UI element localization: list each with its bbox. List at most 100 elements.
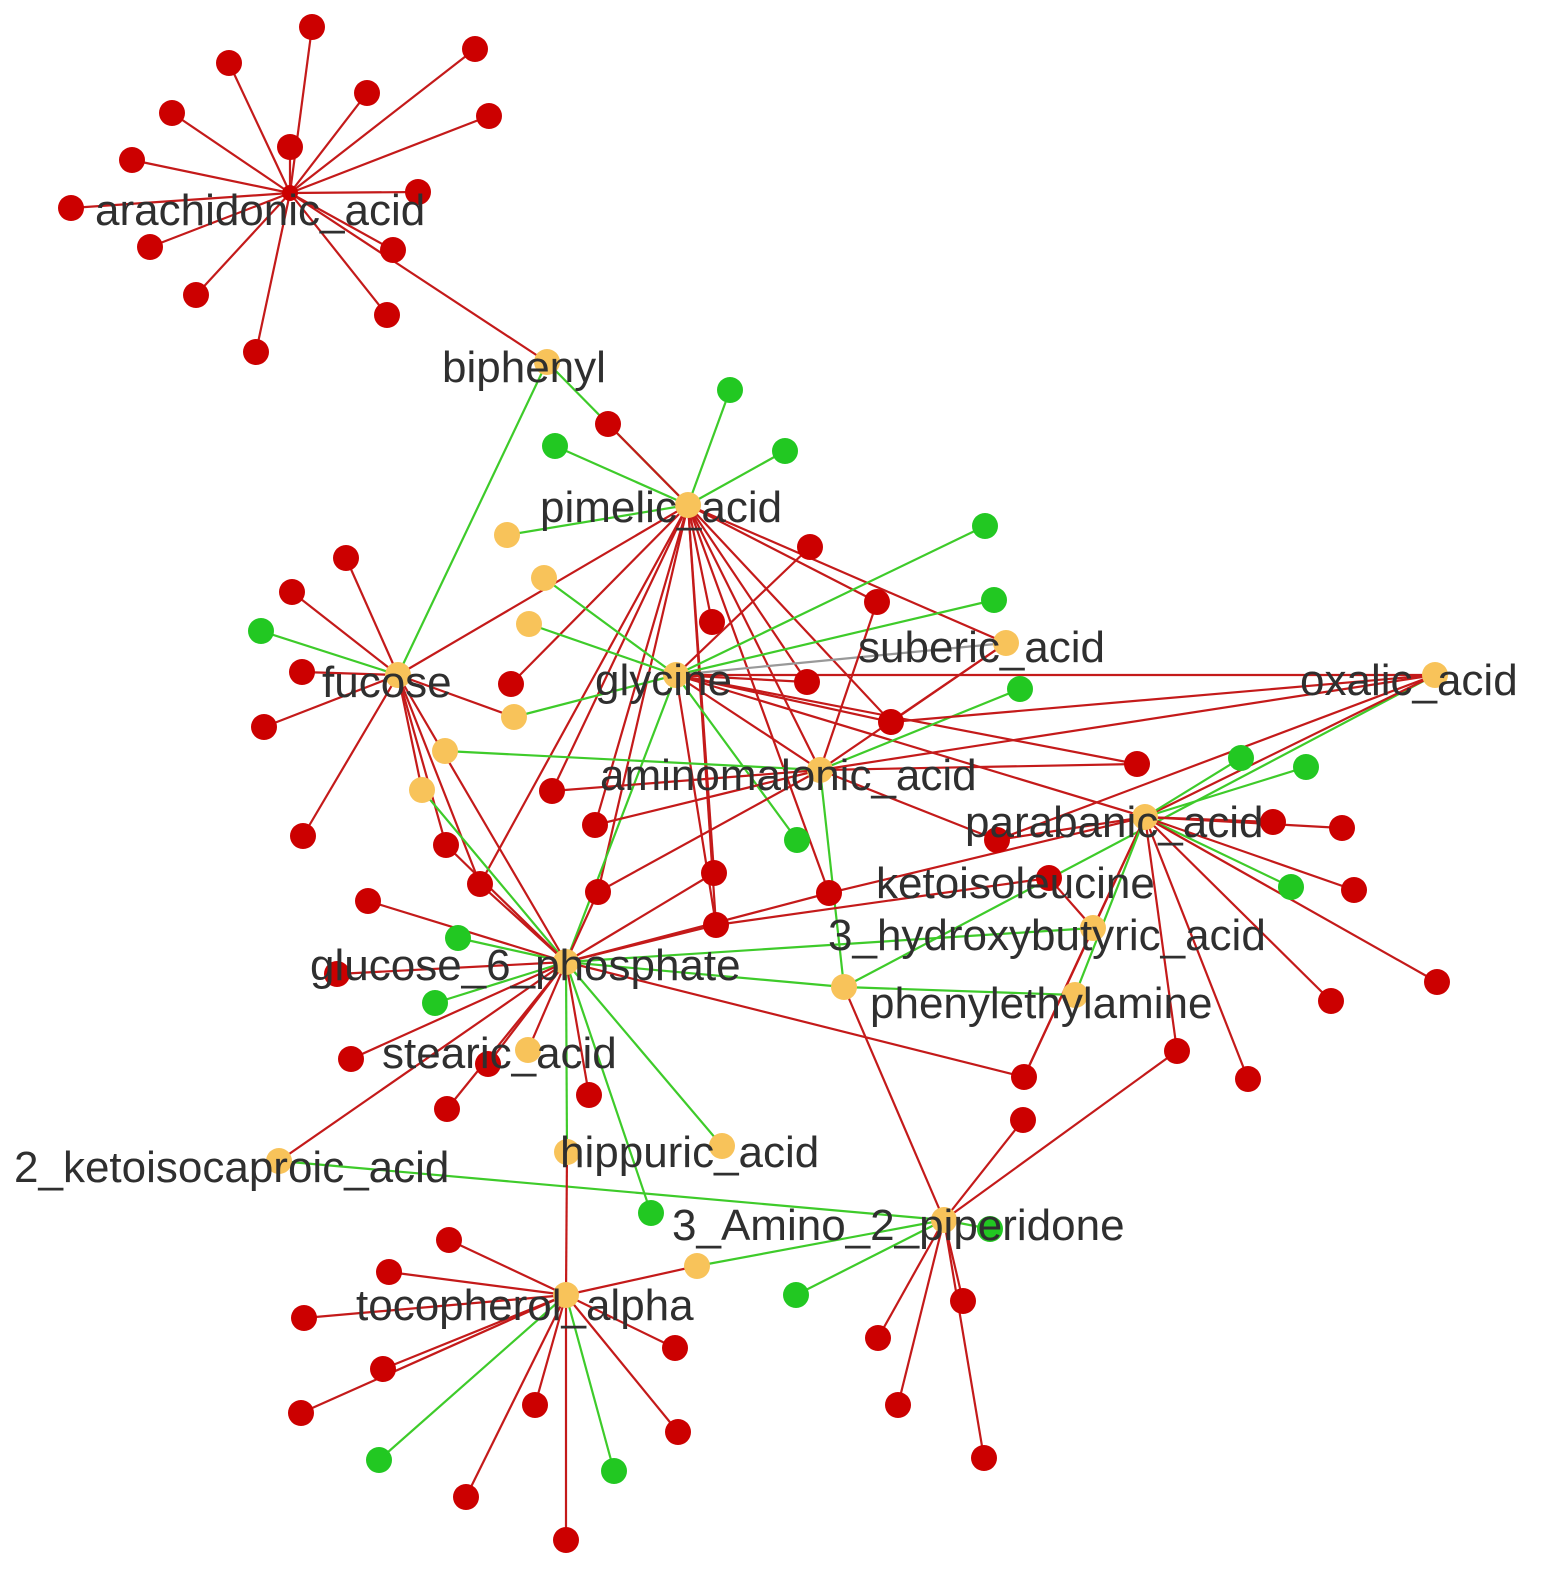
node-s5[interactable] bbox=[554, 1139, 580, 1165]
node-s3[interactable] bbox=[434, 1096, 460, 1122]
label-aminomalonic-acid[interactable]: aminomalonic_acid bbox=[600, 751, 977, 800]
node-t1[interactable] bbox=[436, 1227, 462, 1253]
hub-node-pip[interactable] bbox=[931, 1207, 957, 1233]
node-t9[interactable] bbox=[366, 1447, 392, 1473]
label-hippuric-acid[interactable]: hippuric_acid bbox=[560, 1128, 819, 1177]
node-a5[interactable] bbox=[354, 80, 380, 106]
node-f1[interactable] bbox=[333, 545, 359, 571]
node-p9[interactable] bbox=[864, 589, 890, 615]
node-f2[interactable] bbox=[279, 579, 305, 605]
hub-node-oxa[interactable] bbox=[1422, 662, 1448, 688]
node-a9[interactable] bbox=[405, 179, 431, 205]
label-fucose[interactable]: fucose bbox=[322, 658, 452, 707]
node-t10[interactable] bbox=[601, 1458, 627, 1484]
node-t2[interactable] bbox=[376, 1259, 402, 1285]
label-glycine[interactable]: glycine bbox=[595, 656, 732, 705]
node-a12[interactable] bbox=[380, 237, 406, 263]
node-k7[interactable] bbox=[971, 1445, 997, 1471]
node-a10[interactable] bbox=[58, 195, 84, 221]
node-p11[interactable] bbox=[981, 587, 1007, 613]
node-f4[interactable] bbox=[289, 659, 315, 685]
node-k2[interactable] bbox=[977, 1216, 1003, 1242]
node-a14[interactable] bbox=[374, 302, 400, 328]
node-p1[interactable] bbox=[717, 377, 743, 403]
node-a11[interactable] bbox=[137, 234, 163, 260]
hub-node-g6p[interactable] bbox=[553, 949, 579, 975]
hub-node-ara[interactable] bbox=[282, 185, 298, 201]
node-f9[interactable] bbox=[433, 832, 459, 858]
hub-node-kic[interactable] bbox=[266, 1148, 292, 1174]
label-3-amino-2-piperidone[interactable]: 3_Amino_2_piperidone bbox=[672, 1201, 1125, 1250]
node-m12[interactable] bbox=[445, 925, 471, 951]
node-k6[interactable] bbox=[885, 1392, 911, 1418]
label-phenylethylamine[interactable]: phenylethylamine bbox=[870, 979, 1212, 1028]
node-p17[interactable] bbox=[878, 709, 904, 735]
hub-node-gly[interactable] bbox=[663, 662, 689, 688]
node-q5[interactable] bbox=[1278, 874, 1304, 900]
node-t3[interactable] bbox=[291, 1305, 317, 1331]
node-q10[interactable] bbox=[1164, 1038, 1190, 1064]
node-p8[interactable] bbox=[797, 534, 823, 560]
node-a15[interactable] bbox=[243, 339, 269, 365]
node-q8[interactable] bbox=[1318, 988, 1344, 1014]
node-a6[interactable] bbox=[476, 103, 502, 129]
node-p10[interactable] bbox=[972, 513, 998, 539]
hub-node-pim[interactable] bbox=[675, 492, 701, 518]
node-q6[interactable] bbox=[1341, 877, 1367, 903]
node-a4[interactable] bbox=[159, 100, 185, 126]
node-m15[interactable] bbox=[831, 974, 857, 1000]
node-m14[interactable] bbox=[422, 990, 448, 1016]
node-p15[interactable] bbox=[794, 669, 820, 695]
node-m11[interactable] bbox=[355, 888, 381, 914]
hub-node-hyd[interactable] bbox=[1080, 915, 1106, 941]
node-p6[interactable] bbox=[531, 565, 557, 591]
node-m5[interactable] bbox=[467, 871, 493, 897]
node-f3[interactable] bbox=[248, 618, 274, 644]
node-p18[interactable] bbox=[1124, 751, 1150, 777]
node-q1[interactable] bbox=[1228, 745, 1254, 771]
node-p12[interactable] bbox=[699, 609, 725, 635]
node-f8[interactable] bbox=[290, 823, 316, 849]
node-t5[interactable] bbox=[662, 1335, 688, 1361]
node-s6[interactable] bbox=[638, 1200, 664, 1226]
label-ketoisoleucine[interactable]: ketoisoleucine bbox=[876, 859, 1155, 908]
node-k1[interactable] bbox=[684, 1253, 710, 1279]
node-q9[interactable] bbox=[1235, 1066, 1261, 1092]
node-a3[interactable] bbox=[462, 36, 488, 62]
node-a13[interactable] bbox=[183, 282, 209, 308]
node-p3[interactable] bbox=[595, 411, 621, 437]
node-f7[interactable] bbox=[409, 777, 435, 803]
node-m2[interactable] bbox=[582, 812, 608, 838]
node-a7[interactable] bbox=[119, 147, 145, 173]
node-t6[interactable] bbox=[288, 1400, 314, 1426]
node-m6[interactable] bbox=[585, 879, 611, 905]
node-p4[interactable] bbox=[772, 438, 798, 464]
label-biphenyl[interactable]: biphenyl bbox=[442, 343, 606, 392]
label-glucose-6-phosphate[interactable]: glucose_6_phosphate bbox=[310, 941, 741, 990]
label-tocopherol-alpha[interactable]: tocopherol_alpha bbox=[356, 1281, 694, 1330]
node-m8[interactable] bbox=[816, 880, 842, 906]
node-f6[interactable] bbox=[432, 738, 458, 764]
node-k4[interactable] bbox=[950, 1288, 976, 1314]
node-m10[interactable] bbox=[1036, 865, 1062, 891]
label-pimelic-acid[interactable]: pimelic_acid bbox=[540, 483, 782, 532]
hub-node-ste[interactable] bbox=[515, 1037, 541, 1063]
hub-node-sub[interactable] bbox=[993, 630, 1019, 656]
node-p2[interactable] bbox=[542, 433, 568, 459]
node-p5[interactable] bbox=[494, 522, 520, 548]
node-a8[interactable] bbox=[277, 134, 303, 160]
label-arachidonic-acid[interactable]: arachidonic_acid bbox=[95, 186, 425, 235]
hub-node-ami[interactable] bbox=[807, 757, 833, 783]
node-q7[interactable] bbox=[1424, 969, 1450, 995]
node-m1[interactable] bbox=[539, 778, 565, 804]
hub-node-toc[interactable] bbox=[553, 1282, 579, 1308]
hub-node-par[interactable] bbox=[1132, 804, 1158, 830]
node-q11[interactable] bbox=[1011, 1064, 1037, 1090]
hub-node-fuc[interactable] bbox=[385, 662, 411, 688]
node-m3[interactable] bbox=[784, 827, 810, 853]
node-s4[interactable] bbox=[576, 1082, 602, 1108]
node-k3[interactable] bbox=[783, 1282, 809, 1308]
label-suberic-acid[interactable]: suberic_acid bbox=[858, 623, 1105, 672]
label-2-ketoisocaproic-acid[interactable]: 2_ketoisocaproic_acid bbox=[14, 1143, 449, 1192]
node-s7[interactable] bbox=[1010, 1107, 1036, 1133]
